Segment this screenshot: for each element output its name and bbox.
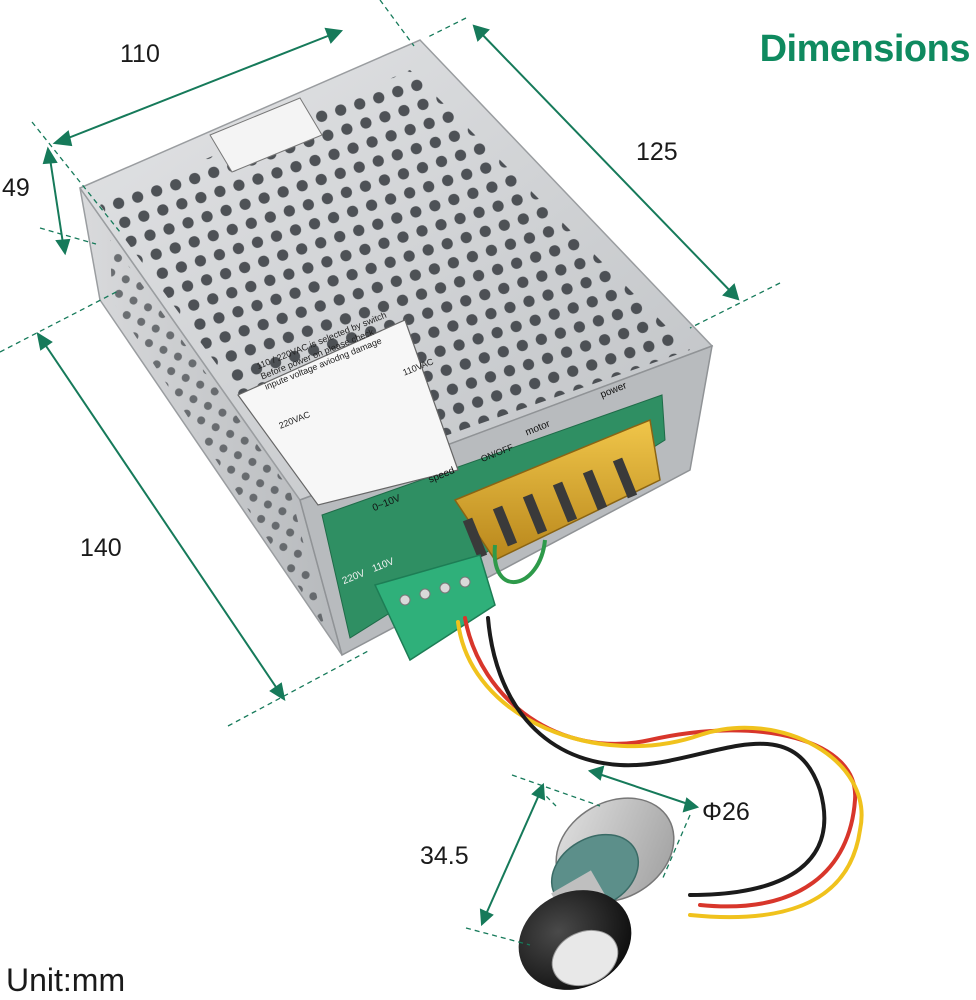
arrow-49-end (55, 238, 71, 256)
arrow-34-5-start (531, 782, 546, 801)
arrow-34-5-end (479, 908, 494, 927)
arrow-140-start (36, 331, 53, 351)
arrow-140-end (269, 682, 286, 702)
dim-label-125: 125 (636, 138, 678, 166)
arrow-125-end (722, 283, 740, 301)
terminal-screws (462, 457, 638, 559)
dim-line-26 (592, 771, 695, 807)
dim-line-49 (48, 151, 65, 251)
page-title: Dimensions (759, 28, 971, 70)
dim-line-140 (39, 336, 283, 697)
arrow-125-start (472, 24, 490, 42)
dim-label-diameter: Φ26 (702, 798, 750, 826)
power-supply (78, 39, 714, 662)
arrow-26-end (682, 797, 700, 813)
dimension-lines (36, 24, 740, 927)
arrow-49-start (42, 146, 58, 165)
side-vent-holes (110, 240, 325, 628)
dim-line-110 (57, 31, 339, 143)
extension-lines (0, 0, 781, 946)
top-vent-holes (100, 70, 690, 485)
top-sticker (209, 97, 323, 173)
jumper-wire (492, 539, 547, 585)
dim-label-140: 140 (80, 534, 122, 562)
potentiometer (518, 797, 675, 990)
dim-line-34-5 (482, 787, 543, 922)
arrow-110-start (52, 130, 73, 147)
knob-cap (551, 929, 619, 987)
wire-yellow (456, 620, 864, 920)
dim-line-125 (475, 27, 737, 298)
warning-sticker (237, 319, 459, 506)
cable-bundle (456, 616, 864, 920)
unit-label: Unit:mm (6, 962, 126, 998)
arrow-110-end (324, 27, 344, 44)
arrow-26-start (587, 765, 605, 781)
dim-label-49: 49 (2, 174, 30, 202)
dim-label-110: 110 (120, 40, 160, 68)
wire-black (486, 616, 827, 897)
dim-label-34-5: 34.5 (420, 842, 469, 870)
connector-screws (399, 576, 471, 606)
